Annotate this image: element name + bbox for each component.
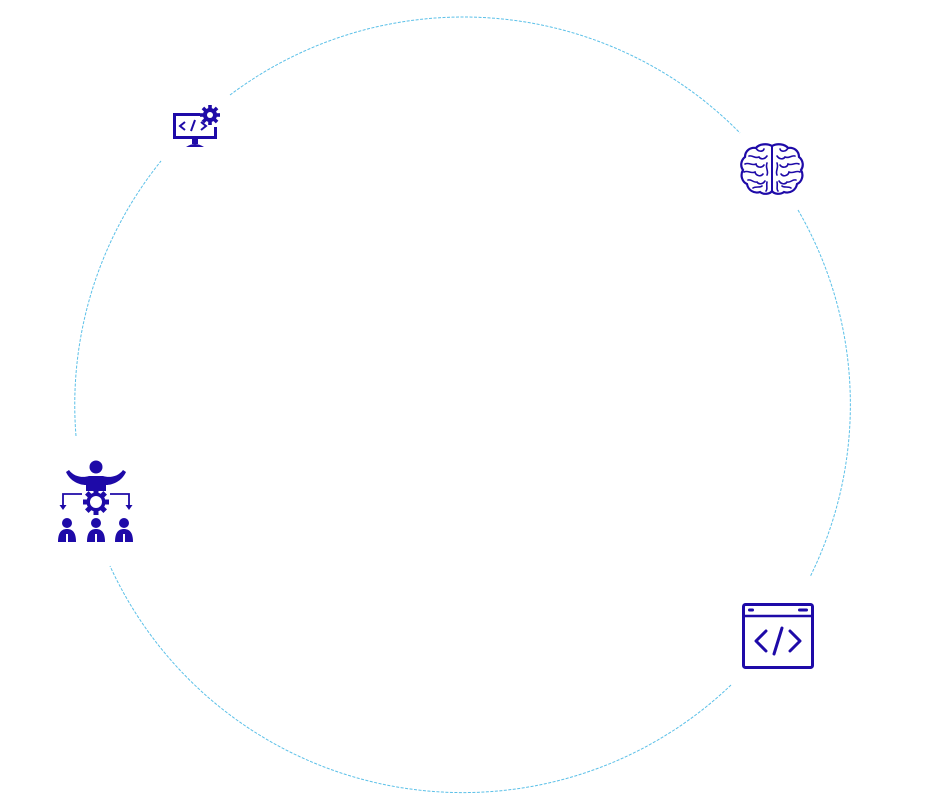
code-window-icon: [741, 602, 815, 670]
team-management-icon: [56, 458, 136, 544]
monitor-code-gear-icon: [170, 103, 222, 155]
ring-arc-right: [797, 209, 851, 578]
brain-icon: [739, 142, 805, 196]
ring-arc-top: [229, 16, 741, 134]
ring-arc-left: [74, 160, 162, 437]
ring-arc-bottom: [109, 565, 732, 794]
